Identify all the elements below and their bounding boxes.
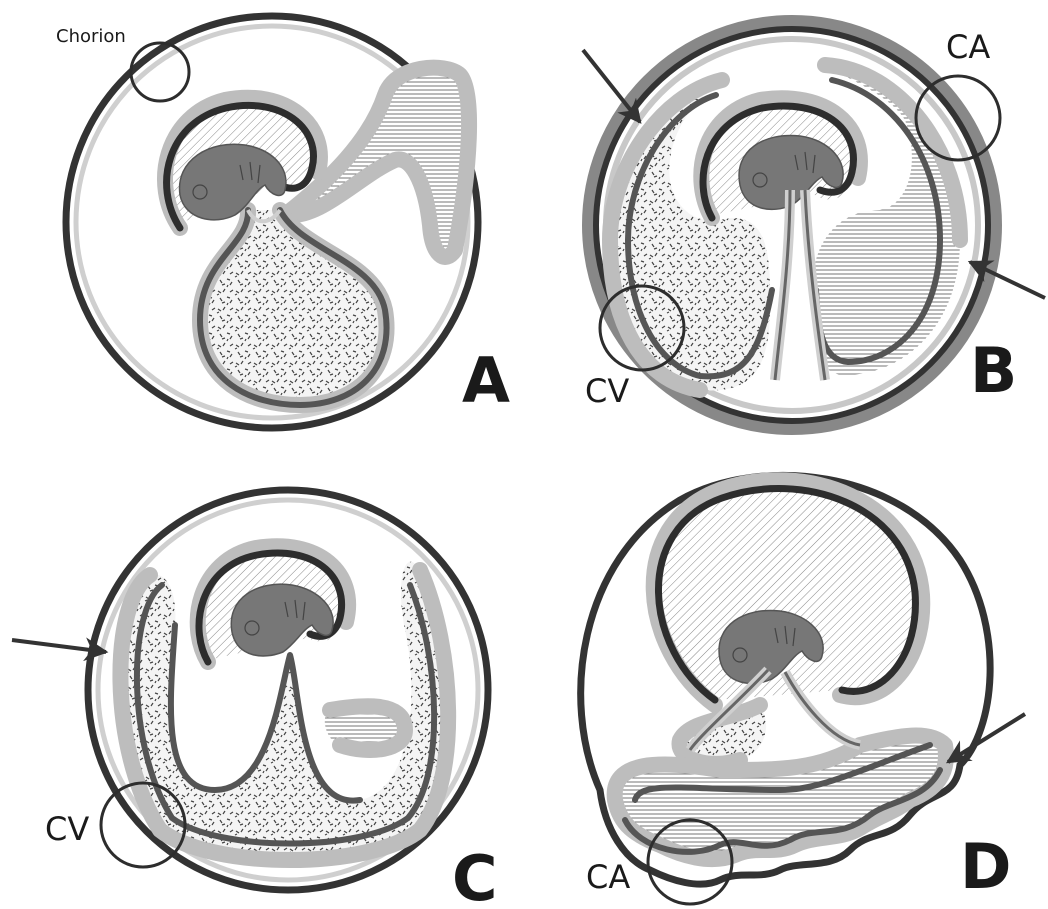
panel-d: CA D bbox=[581, 475, 1025, 904]
panel-b: CA CV B bbox=[583, 22, 1045, 428]
panel-b-ca-label: CA bbox=[946, 28, 990, 66]
panel-c: CV C bbox=[12, 490, 498, 909]
panel-d-letter: D bbox=[960, 830, 1011, 903]
panel-b-letter: B bbox=[970, 334, 1017, 407]
chorion-label: Chorion bbox=[56, 26, 126, 47]
panel-a: Chorion A bbox=[56, 16, 510, 428]
panel-c-cv-label: CV bbox=[45, 810, 89, 848]
panel-d-ca-label: CA bbox=[586, 858, 630, 896]
panel-b-cv-label: CV bbox=[585, 372, 629, 410]
panel-a-letter: A bbox=[462, 344, 510, 417]
panel-b-arrow-upper bbox=[583, 50, 640, 122]
panel-c-letter: C bbox=[452, 842, 498, 909]
